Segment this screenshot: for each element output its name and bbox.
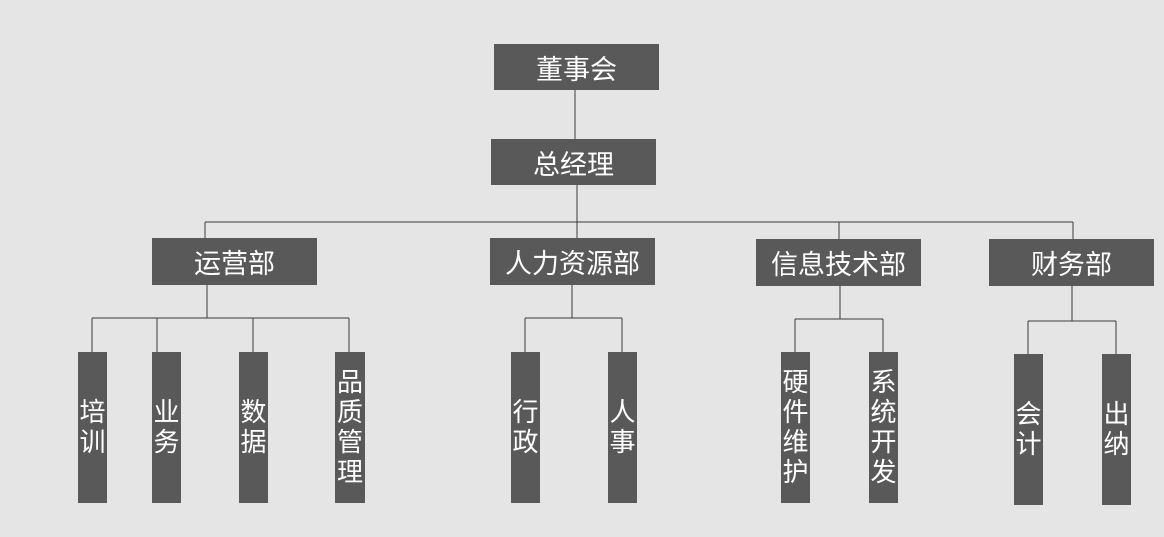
unit-label-quality-management: 品质管理 (336, 367, 363, 488)
unit-box-administration: 行政 (511, 352, 540, 503)
unit-label-data: 数据 (240, 397, 267, 458)
unit-box-hardware-maintenance: 硬件维护 (781, 352, 810, 503)
unit-label-system-development: 系统开发 (870, 367, 897, 488)
unit-label-cashier: 出纳 (1103, 399, 1130, 460)
unit-label-accounting: 会计 (1015, 399, 1042, 460)
unit-label-training: 培训 (79, 397, 106, 458)
unit-label-hardware-maintenance: 硬件维护 (782, 367, 809, 488)
unit-label-administration: 行政 (512, 397, 539, 458)
department-it-box: 信息技术部 (756, 239, 921, 286)
unit-box-personnel: 人事 (608, 352, 637, 503)
department-finance-box: 财务部 (989, 239, 1154, 286)
department-operations-box: 运营部 (152, 238, 317, 285)
unit-box-system-development: 系统开发 (869, 352, 898, 503)
unit-label-business: 业务 (153, 397, 180, 458)
department-hr-box: 人力资源部 (490, 238, 655, 285)
unit-box-business: 业务 (152, 352, 181, 503)
unit-box-quality-management: 品质管理 (335, 352, 365, 503)
board-box: 董事会 (494, 44, 659, 90)
unit-box-accounting: 会计 (1014, 354, 1043, 505)
general-manager-box: 总经理 (491, 139, 656, 185)
unit-box-cashier: 出纳 (1102, 354, 1131, 505)
unit-box-data: 数据 (239, 352, 268, 503)
unit-label-personnel: 人事 (609, 397, 636, 458)
unit-box-training: 培训 (78, 352, 107, 503)
